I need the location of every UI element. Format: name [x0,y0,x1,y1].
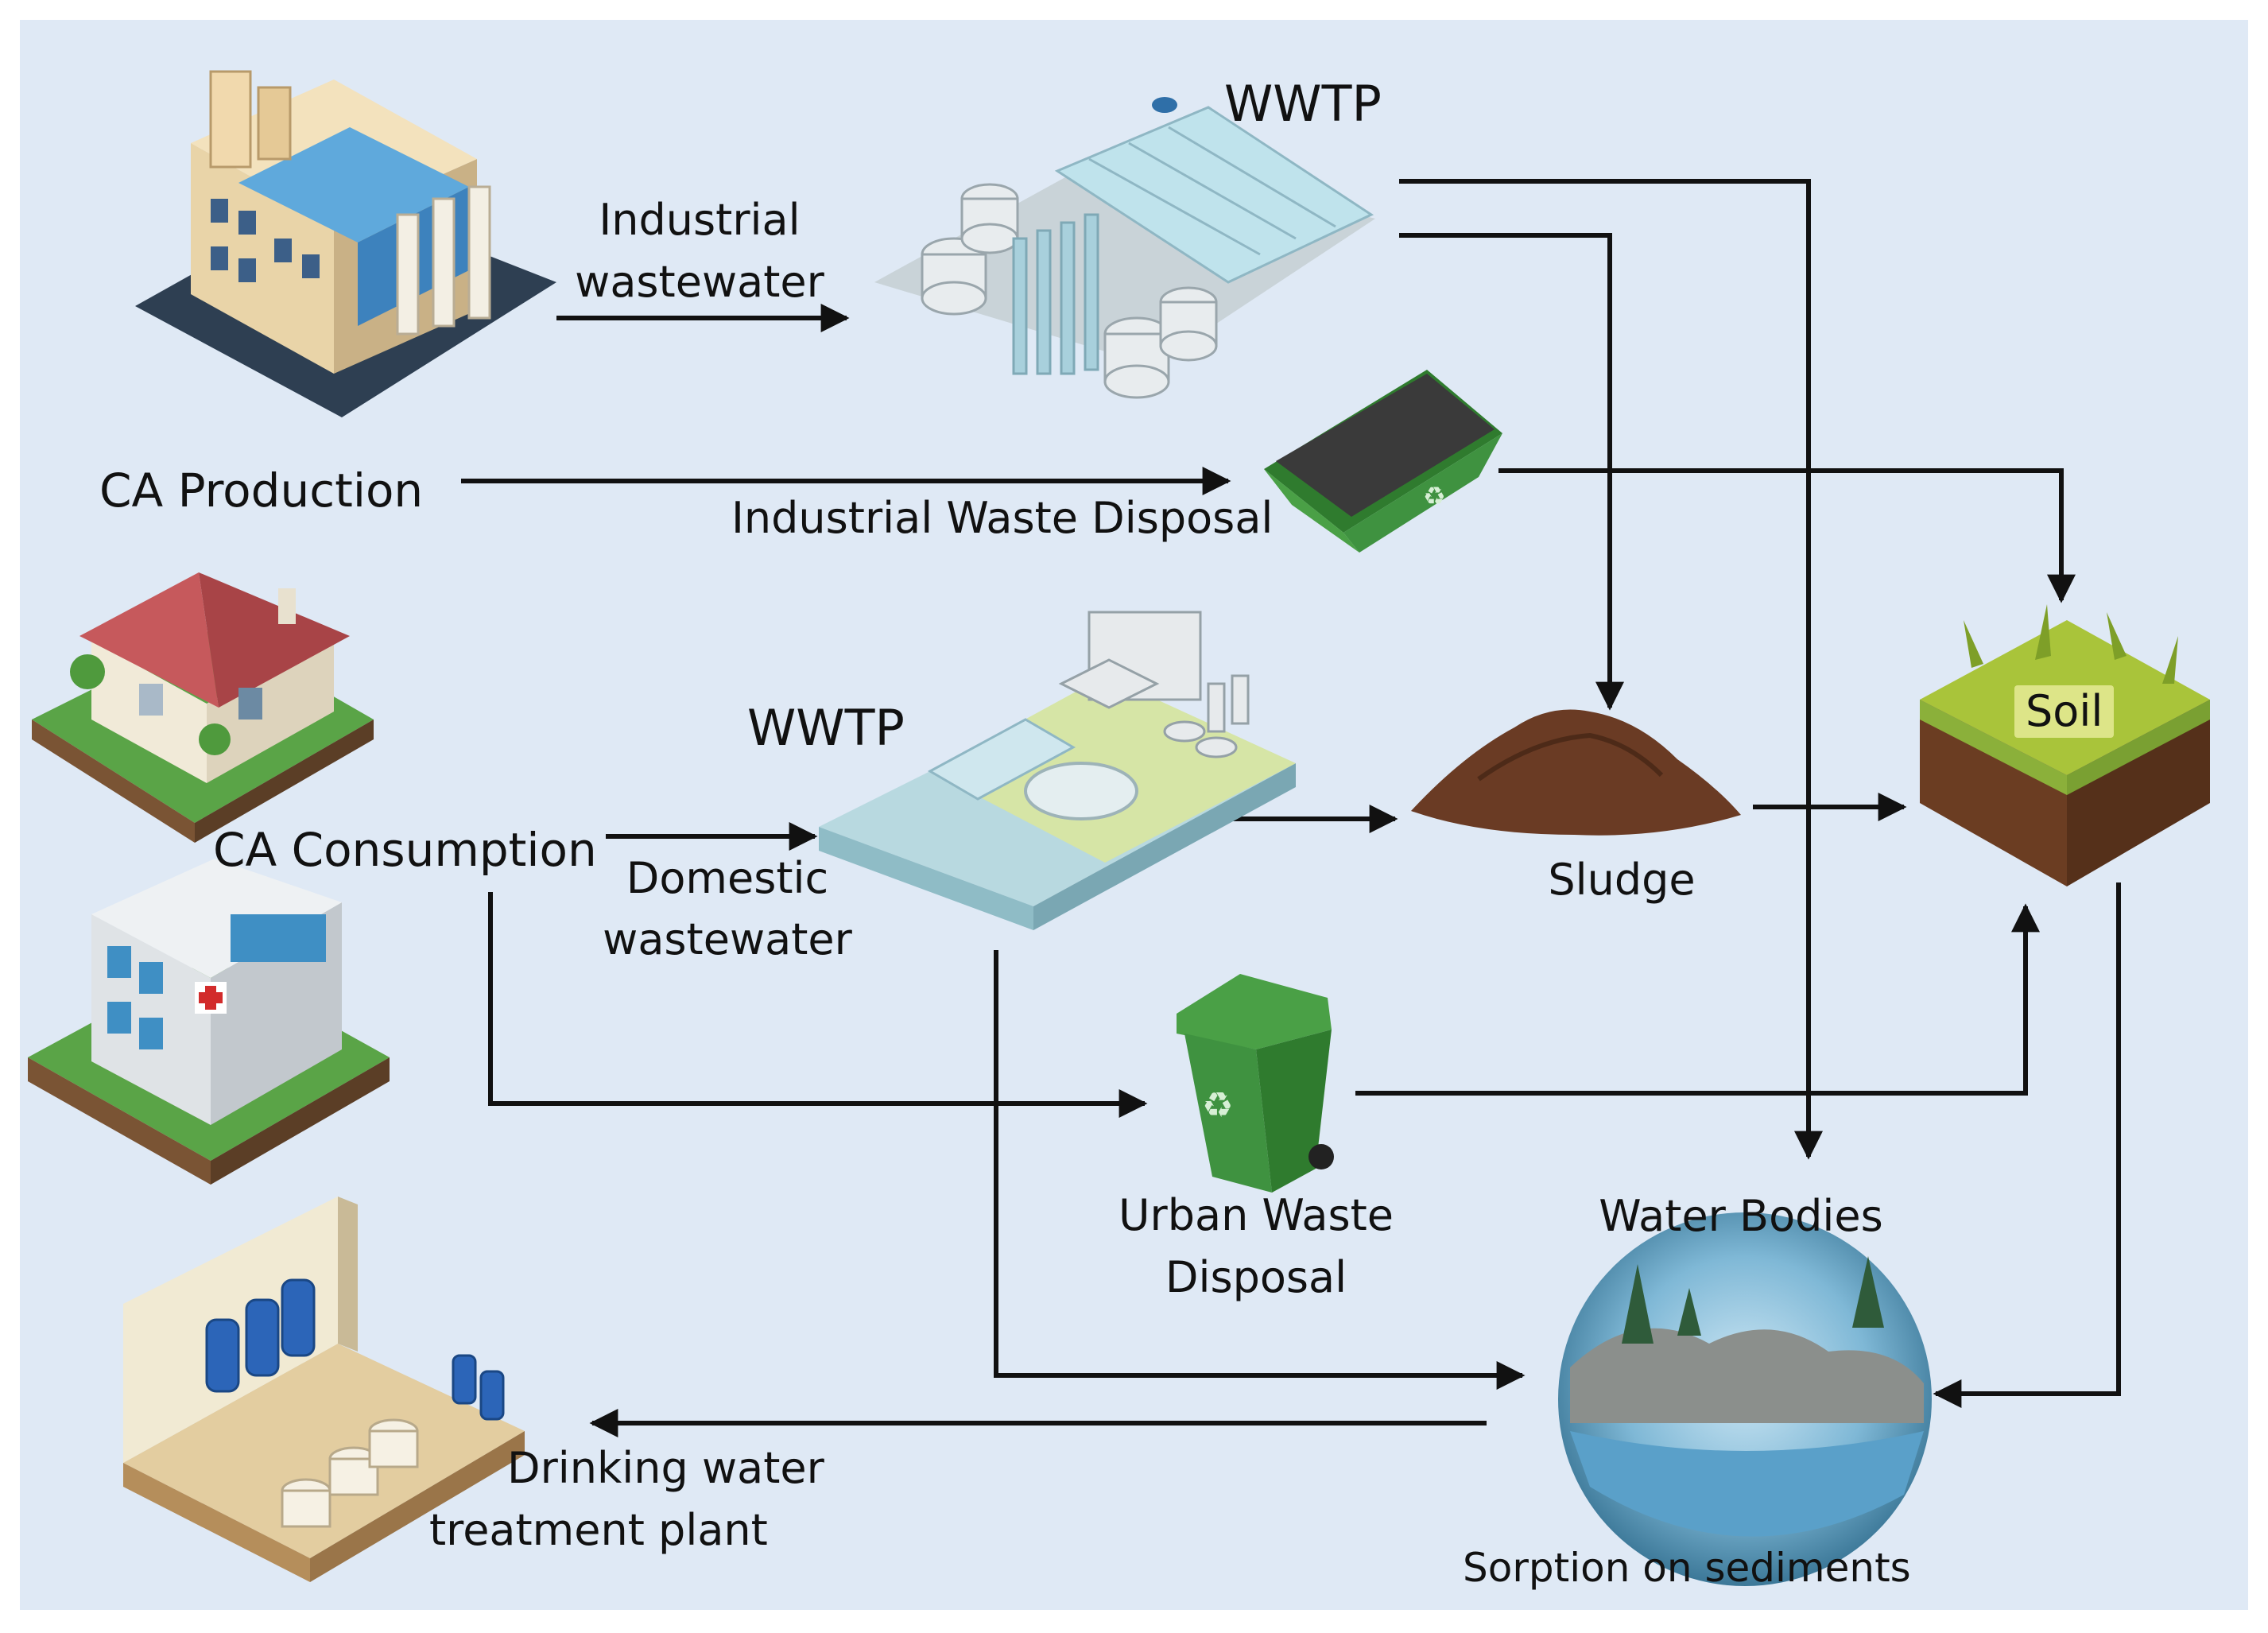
water-bodies-label: Water Bodies [1599,1191,1883,1241]
ca-production-label: CA Production [99,464,424,518]
domestic-wastewater-label-line1: Domestic [626,853,829,903]
arrow-consumption-to-urban-waste [488,892,1148,1118]
industrial-wastewater-label-line1: Industrial [599,195,801,245]
industrial-wastewater-label-line2: wastewater [575,257,824,307]
wwtp-mid-label: WWTP [747,699,905,757]
svg-text:♻: ♻ [1202,1085,1233,1126]
wwtp-top-label: WWTP [1224,75,1382,133]
arrow-urban-waste-to-soil [1355,903,2040,1096]
sorption-label: Sorption on sediments [1463,1545,1911,1591]
house-icon [32,572,374,843]
domestic-wastewater-label-line2: wastewater [603,914,852,964]
arrow-wwtp-to-sludge [1399,233,1624,711]
arrow-wwtp-to-water-bodies [1399,179,1823,1160]
urban-waste-disposal-label-line1: Urban Waste [1118,1190,1394,1240]
soil-label: Soil [2014,685,2115,738]
flow-arrows [461,179,2121,1437]
urban-waste-disposal-label-line2: Disposal [1165,1252,1347,1302]
arrow-wwtp-to-water-bodies-mid [994,950,1526,1390]
arrow-skip-to-soil [1498,468,2076,603]
industrial-waste-disposal-label: Industrial Waste Disposal [731,493,1274,543]
svg-text:♻: ♻ [1423,481,1446,511]
wwtp-domestic-icon [819,611,1296,930]
sludge-label: Sludge [1548,855,1696,905]
trash-bin-icon: ♻ [1177,974,1334,1193]
ca-consumption-label: CA Consumption [213,823,597,877]
hospital-icon [28,859,390,1185]
wwtp-industrial-icon [874,97,1375,399]
drinking-water-label-line2: treatment plant [429,1505,768,1555]
skip-bin-icon: ♻ [1264,370,1502,553]
factory-icon [135,70,556,417]
drinking-water-plant-icon [123,1197,525,1582]
sludge-pile-icon [1411,709,1741,836]
arrow-soil-to-water-bodies [1933,882,2121,1408]
water-bodies-icon [1558,1212,1932,1586]
drinking-water-label-line1: Drinking water [507,1443,824,1493]
